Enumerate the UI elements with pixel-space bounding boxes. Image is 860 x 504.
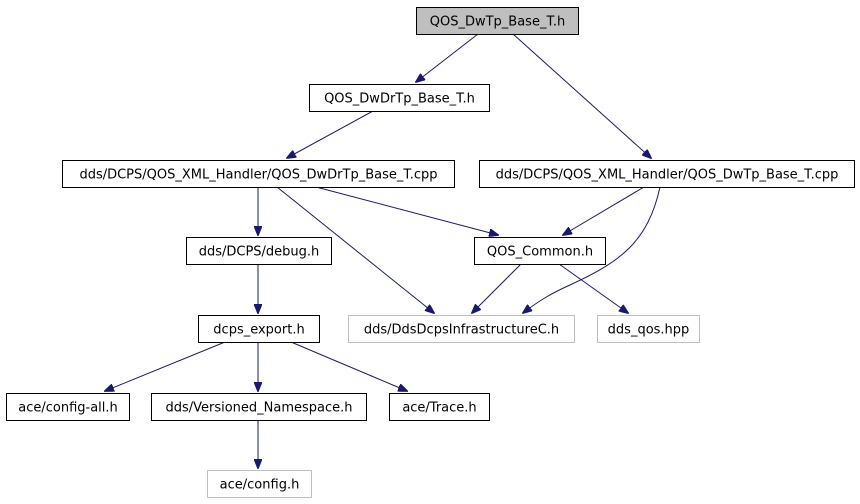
node-label: QOS_DwTp_Base_T.h [430,15,565,30]
node-label: QOS_Common.h [487,245,593,260]
node-label: dds/DCPS/debug.h [199,245,320,260]
node-label: QOS_DwDrTp_Base_T.h [324,92,475,107]
node-dwdrtp-cpp[interactable]: dds/DCPS/QOS_XML_Handler/QOS_DwDrTp_Base… [62,160,455,188]
node-box[interactable] [309,84,490,112]
edge-root-to-dwdrtp_h [416,33,479,82]
edge-dwdrtp_h-to-dwdrtp_cpp [287,110,374,158]
node-label: ace/Trace.h [402,401,476,416]
node-infra[interactable]: dds/DdsDcpsInfrastructureC.h [348,315,575,343]
node-dcps-export[interactable]: dcps_export.h [198,315,320,343]
node-box[interactable] [62,160,455,188]
node-label: ace/config-all.h [18,401,118,416]
node-dwtp-cpp[interactable]: dds/DCPS/QOS_XML_Handler/QOS_DwTp_Base_T… [479,160,855,188]
node-box[interactable] [186,237,332,265]
node-label: dds/DCPS/QOS_XML_Handler/QOS_DwDrTp_Base… [79,168,437,183]
edge-root-to-dwtp_cpp [512,33,651,158]
edge-dcps_export-to-trace [290,341,407,391]
node-debug-h[interactable]: dds/DCPS/debug.h [186,237,332,265]
node-box[interactable] [198,315,320,343]
node-config-h[interactable]: ace/config.h [207,470,312,498]
edge-dwdrtp_cpp-to-qos_common [315,186,498,235]
edge-dwtp_cpp-to-qos_common [563,186,645,235]
node-label: dcps_export.h [213,323,304,338]
node-box[interactable] [389,393,490,421]
node-box[interactable] [207,470,312,498]
node-label: dds_qos.hpp [608,323,690,338]
edge-dcps_export-to-config_all [105,341,226,391]
node-box[interactable] [479,160,855,188]
edges-layer [105,33,661,468]
node-dwdrtp-h[interactable]: QOS_DwDrTp_Base_T.h [309,84,490,112]
node-label: dds/DdsDcpsInfrastructureC.h [364,323,559,338]
node-versioned[interactable]: dds/Versioned_Namespace.h [151,393,367,421]
node-box[interactable] [151,393,367,421]
node-root[interactable]: QOS_DwTp_Base_T.h [416,7,579,35]
node-label: dds/DCPS/QOS_XML_Handler/QOS_DwTp_Base_T… [496,168,839,183]
node-dds-qos[interactable]: dds_qos.hpp [597,315,700,343]
node-box[interactable] [416,7,579,35]
node-box[interactable] [474,237,606,265]
node-label: dds/Versioned_Namespace.h [165,401,352,416]
edge-dwdrtp_cpp-to-infra [276,186,434,313]
node-label: ace/config.h [220,478,300,493]
node-qos-common[interactable]: QOS_Common.h [474,237,606,265]
node-config-all[interactable]: ace/config-all.h [6,393,130,421]
edge-qos_common-to-infra [472,263,522,313]
node-box[interactable] [6,393,130,421]
node-trace[interactable]: ace/Trace.h [389,393,490,421]
edge-dwtp_cpp-to-infra [523,186,661,313]
node-box[interactable] [597,315,700,343]
edge-qos_common-to-dds_qos [558,263,628,313]
node-box[interactable] [348,315,575,343]
